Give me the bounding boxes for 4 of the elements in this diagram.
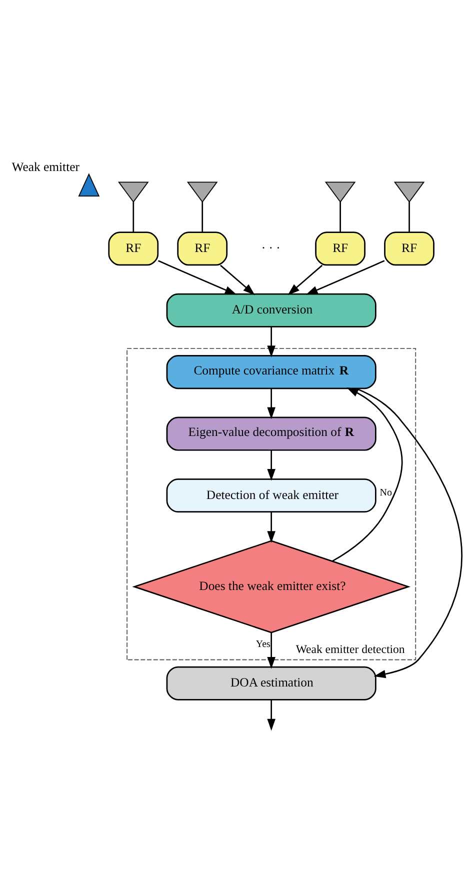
edge-label: Yes	[256, 638, 270, 650]
label: · · ·	[261, 241, 280, 256]
edge-label: No	[380, 488, 392, 499]
node-label: Weak emitter	[12, 160, 80, 174]
